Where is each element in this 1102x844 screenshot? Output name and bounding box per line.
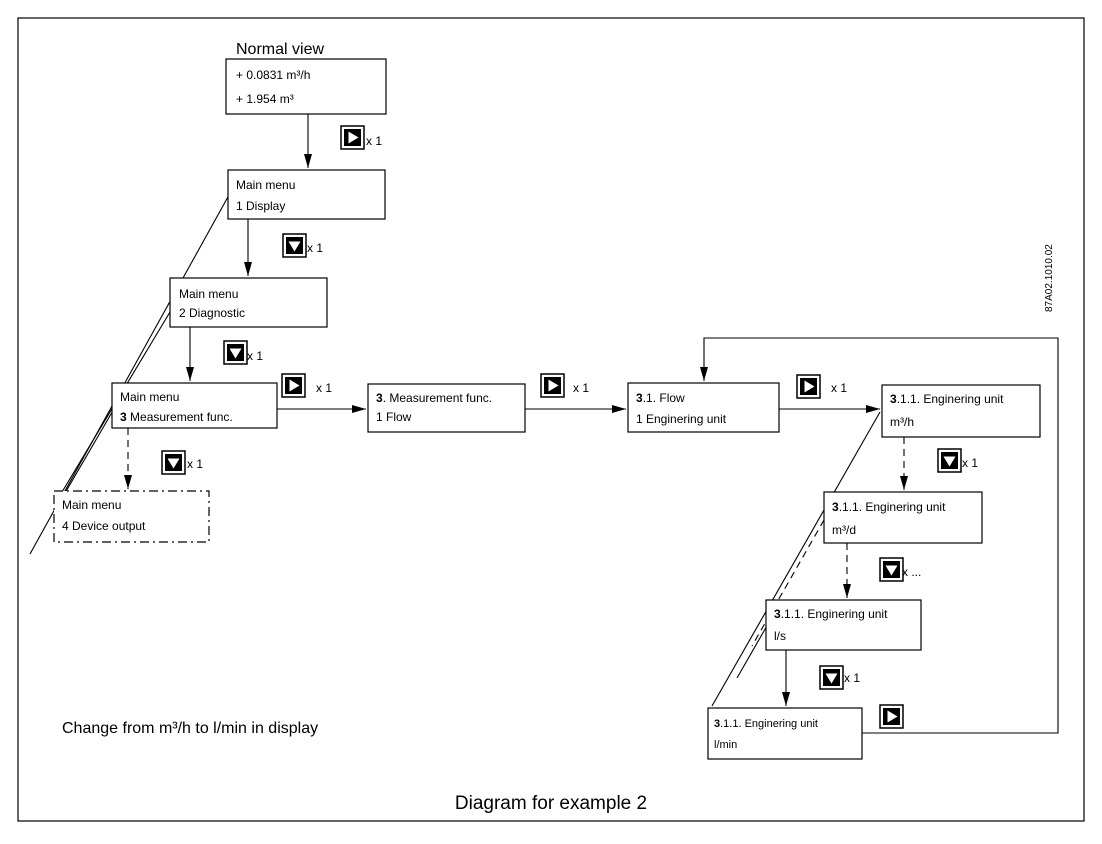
engineering-unit-m3h-box: 3.1.1. Enginering unit m³/h bbox=[881, 384, 1041, 438]
press-count-label: x 1 bbox=[573, 381, 589, 395]
down-arrow-key-icon bbox=[282, 233, 307, 258]
main-menu-diagnostic-box: Main menu 2 Diagnostic bbox=[169, 277, 328, 328]
down-arrow-key-icon bbox=[161, 450, 186, 475]
diagram-caption: Diagram for example 2 bbox=[455, 793, 647, 814]
svg-text:m³/h: m³/h bbox=[890, 415, 914, 429]
svg-text:3.1.1. Enginering unit: 3.1.1. Enginering unit bbox=[890, 392, 1004, 406]
normal-view-title: Normal view bbox=[236, 41, 324, 58]
press-count-label: x 1 bbox=[962, 456, 978, 470]
press-count-label: x 1 bbox=[844, 671, 860, 685]
svg-text:Main menu: Main menu bbox=[62, 498, 121, 512]
svg-text:3. Measurement func.: 3. Measurement func. bbox=[376, 391, 492, 405]
svg-text:1 Flow: 1 Flow bbox=[376, 410, 412, 424]
right-arrow-key-icon bbox=[281, 373, 306, 398]
svg-text:l/s: l/s bbox=[774, 629, 786, 643]
press-count-label: x 1 bbox=[247, 349, 263, 363]
main-menu-display-box: Main menu 1 Display bbox=[227, 169, 386, 220]
measurement-flow-box: 3. Measurement func. 1 Flow bbox=[367, 383, 526, 433]
svg-text:Main menu: Main menu bbox=[120, 390, 179, 404]
svg-text:3.1.1. Enginering unit: 3.1.1. Enginering unit bbox=[774, 607, 888, 621]
press-labels: x 1 x 1 x 1 x 1 x 1 x 1 x 1 x 1 x ... x … bbox=[187, 134, 978, 685]
flow-rate-readout: + 0.0831 m³/h bbox=[236, 68, 310, 82]
svg-text:l/min: l/min bbox=[714, 739, 737, 751]
engineering-unit-lmin-box: 3.1.1. Enginering unit l/min bbox=[707, 707, 863, 760]
engineering-unit-m3d-box: 3.1.1. Enginering unit m³/d bbox=[823, 491, 983, 544]
press-count-label: x ... bbox=[902, 565, 921, 579]
press-count-label: x 1 bbox=[307, 241, 323, 255]
press-count-label: x 1 bbox=[187, 457, 203, 471]
right-arrow-key-icon bbox=[540, 373, 565, 398]
svg-text:Main menu: Main menu bbox=[179, 287, 238, 301]
svg-text:2 Diagnostic: 2 Diagnostic bbox=[179, 306, 245, 320]
main-menu-device-output-box: Main menu 4 Device output bbox=[53, 490, 210, 543]
press-count-label: x 1 bbox=[831, 381, 847, 395]
svg-text:3.1. Flow: 3.1. Flow bbox=[636, 391, 685, 405]
right-arrow-key-icon bbox=[879, 704, 904, 729]
normal-view-box: Normal view + 0.0831 m³/h + 1.954 m³ bbox=[225, 41, 387, 115]
note-text: Change from m³/h to l/min in display bbox=[62, 720, 318, 737]
svg-text:m³/d: m³/d bbox=[832, 523, 856, 537]
down-arrow-key-icon bbox=[879, 557, 904, 582]
engineering-unit-ls-box: 3.1.1. Enginering unit l/s bbox=[765, 599, 922, 651]
down-arrow-key-icon bbox=[223, 340, 248, 365]
svg-text:3 Measurement func.: 3 Measurement func. bbox=[120, 410, 233, 424]
total-volume-readout: + 1.954 m³ bbox=[236, 92, 294, 106]
drawing-code: 87A02.1010.02 bbox=[1044, 244, 1055, 312]
down-arrow-key-icon bbox=[819, 665, 844, 690]
right-arrow-key-icon bbox=[340, 125, 365, 150]
press-count-label: x 1 bbox=[316, 381, 332, 395]
down-arrow-key-icon bbox=[937, 448, 962, 473]
diagram-frame bbox=[17, 17, 1085, 822]
flow-engineering-unit-box: 3.1. Flow 1 Enginering unit bbox=[627, 382, 780, 433]
svg-text:4 Device output: 4 Device output bbox=[62, 519, 146, 533]
svg-text:1 Enginering unit: 1 Enginering unit bbox=[636, 412, 727, 426]
svg-text:3.1.1. Enginering unit: 3.1.1. Enginering unit bbox=[714, 718, 818, 730]
svg-text:3.1.1. Enginering unit: 3.1.1. Enginering unit bbox=[832, 500, 946, 514]
right-arrow-key-icon bbox=[796, 374, 821, 399]
main-menu-measurement-box: Main menu 3 Measurement func. bbox=[111, 382, 278, 429]
svg-text:Main menu: Main menu bbox=[236, 178, 295, 192]
svg-text:1 Display: 1 Display bbox=[236, 199, 285, 213]
press-count-label: x 1 bbox=[366, 134, 382, 148]
